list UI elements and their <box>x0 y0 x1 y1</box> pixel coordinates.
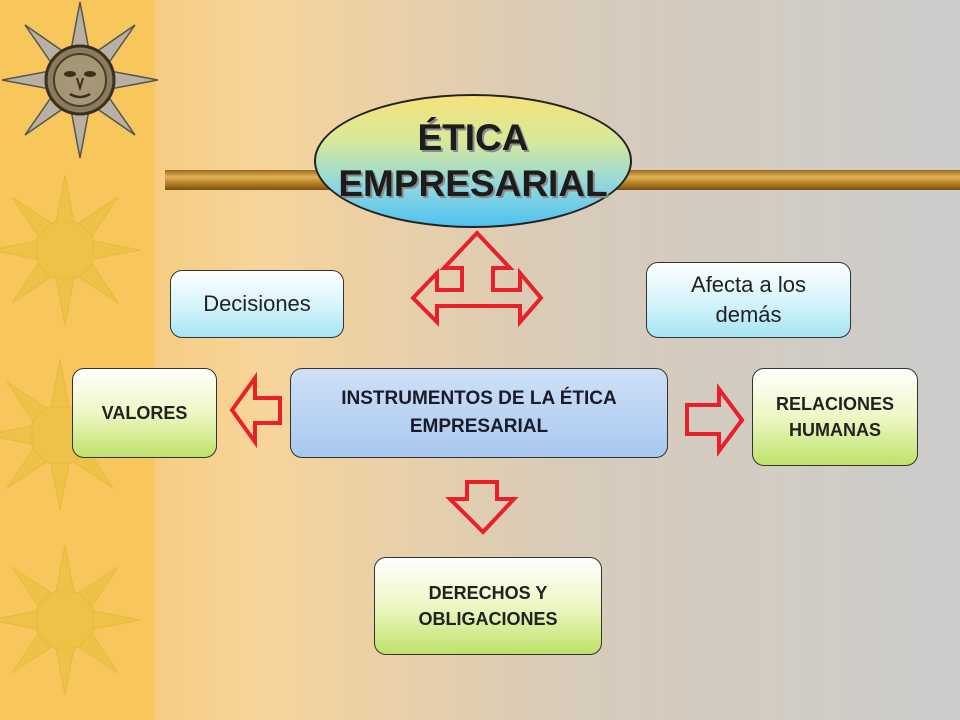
derechos-box: DERECHOS Y OBLIGACIONES <box>374 557 602 655</box>
sun-face-icon <box>1 1 159 159</box>
afecta-label: Afecta a los demás <box>691 272 806 327</box>
left-arrow-icon <box>229 371 282 449</box>
decisiones-label: Decisiones <box>203 291 311 316</box>
down-arrow-icon <box>445 480 519 535</box>
sun-decorations <box>0 1 159 696</box>
right-arrow-icon <box>685 382 745 458</box>
relaciones-box: RELACIONES HUMANAS <box>752 368 918 466</box>
decisiones-box: Decisiones <box>170 270 344 338</box>
sun-icon <box>0 174 141 696</box>
valores-box: VALORES <box>72 368 217 458</box>
instrumentos-box: INSTRUMENTOS DE LA ÉTICA EMPRESARIAL <box>290 368 668 458</box>
up-left-right-arrow-icon <box>410 230 544 328</box>
valores-label: VALORES <box>101 403 188 423</box>
relaciones-label: RELACIONES HUMANAS <box>775 394 894 440</box>
title-text: ÉTICA EMPRESARIAL <box>338 117 608 204</box>
title-ellipse: ÉTICA EMPRESARIAL <box>314 94 632 228</box>
derechos-label: DERECHOS Y OBLIGACIONES <box>418 583 558 629</box>
instrumentos-label: INSTRUMENTOS DE LA ÉTICA EMPRESARIAL <box>341 388 617 437</box>
afecta-box: Afecta a los demás <box>646 262 851 338</box>
